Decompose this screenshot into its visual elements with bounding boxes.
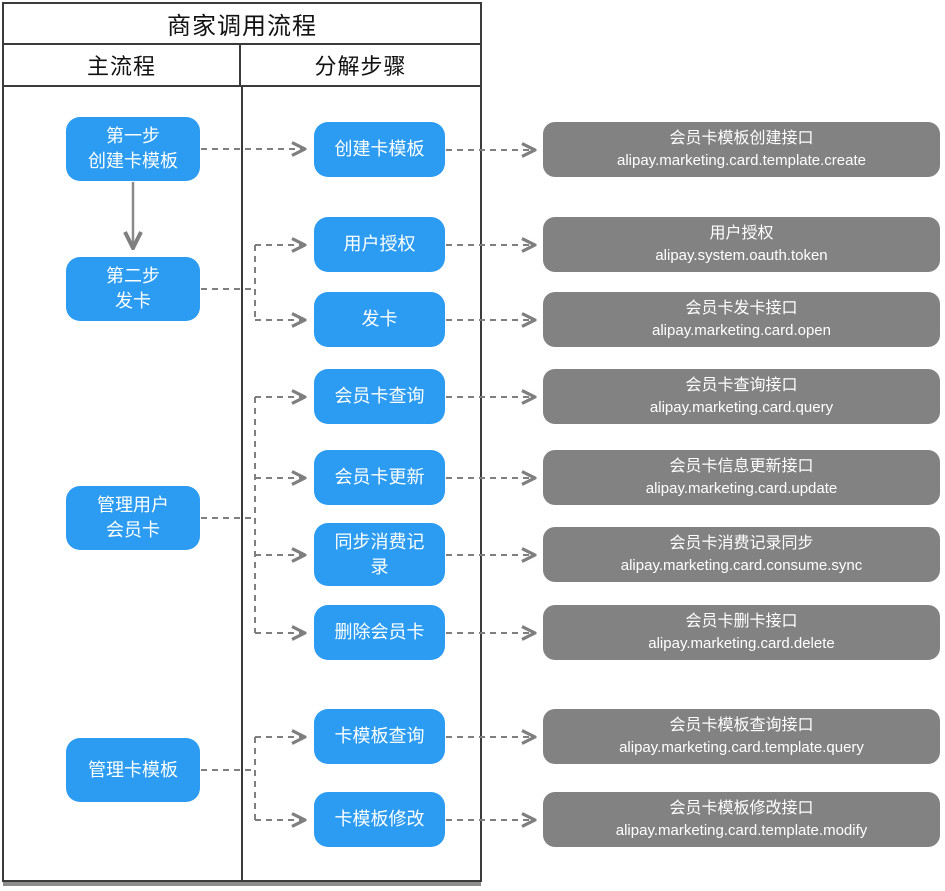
sub-step-box-user-auth: 用户授权 [314, 217, 445, 272]
api-code: alipay.marketing.card.open [652, 322, 831, 339]
api-box-template-query: 会员卡模板查询接口 alipay.marketing.card.template… [543, 709, 940, 764]
column-header-main-flow: 主流程 [4, 45, 241, 85]
api-box-template-create: 会员卡模板创建接口 alipay.marketing.card.template… [543, 122, 940, 177]
sub-step-box-card-update: 会员卡更新 [314, 450, 445, 505]
sub-step-box-card-query: 会员卡查询 [314, 369, 445, 424]
sub-step-box-create-template: 创建卡模板 [314, 122, 445, 177]
main-step-box-issue-card: 第二步 发卡 [66, 257, 200, 321]
api-title: 会员卡模板修改接口 [669, 800, 814, 817]
api-code: alipay.system.oauth.token [655, 247, 828, 264]
api-title: 会员卡发卡接口 [685, 300, 798, 317]
api-code: alipay.marketing.card.template.query [619, 739, 864, 756]
main-step-box-create-template: 第一步 创建卡模板 [66, 117, 200, 181]
main-step-box-manage-member-card: 管理用户 会员卡 [66, 486, 200, 550]
sub-step-box-sync-consume: 同步消费记录 [314, 523, 445, 586]
api-box-template-modify: 会员卡模板修改接口 alipay.marketing.card.template… [543, 792, 940, 847]
api-box-card-update: 会员卡信息更新接口 alipay.marketing.card.update [543, 450, 940, 505]
api-box-oauth-token: 用户授权 alipay.system.oauth.token [543, 217, 940, 272]
sub-step-box-delete-card: 删除会员卡 [314, 605, 445, 660]
column-header-row: 主流程 分解步骤 [4, 45, 480, 87]
api-title: 会员卡查询接口 [685, 377, 798, 394]
api-box-card-delete: 会员卡删卡接口 alipay.marketing.card.delete [543, 605, 940, 660]
api-title: 会员卡消费记录同步 [669, 535, 814, 552]
api-code: alipay.marketing.card.consume.sync [620, 557, 863, 574]
api-title: 会员卡删卡接口 [685, 613, 798, 630]
api-box-card-query: 会员卡查询接口 alipay.marketing.card.query [543, 369, 940, 424]
api-code: alipay.marketing.card.template.modify [615, 822, 868, 839]
main-step-box-manage-card-template: 管理卡模板 [66, 738, 200, 802]
api-title: 用户授权 [709, 225, 774, 242]
api-code: alipay.marketing.card.delete [648, 635, 835, 652]
api-code: alipay.marketing.card.update [645, 480, 838, 497]
api-title: 会员卡模板创建接口 [669, 130, 814, 147]
api-code: alipay.marketing.card.template.create [616, 152, 866, 169]
sub-step-box-issue-card: 发卡 [314, 292, 445, 347]
api-box-card-open: 会员卡发卡接口 alipay.marketing.card.open [543, 292, 940, 347]
api-title: 会员卡信息更新接口 [669, 458, 814, 475]
column-header-sub-steps: 分解步骤 [314, 54, 407, 79]
api-code: alipay.marketing.card.query [649, 399, 834, 416]
api-title: 会员卡模板查询接口 [669, 717, 814, 734]
api-box-consume-sync: 会员卡消费记录同步 alipay.marketing.card.consume.… [543, 527, 940, 582]
diagram-title: 商家调用流程 [4, 4, 480, 45]
sub-step-box-template-query: 卡模板查询 [314, 709, 445, 764]
sub-step-box-template-modify: 卡模板修改 [314, 792, 445, 847]
column-divider-line [241, 85, 243, 882]
